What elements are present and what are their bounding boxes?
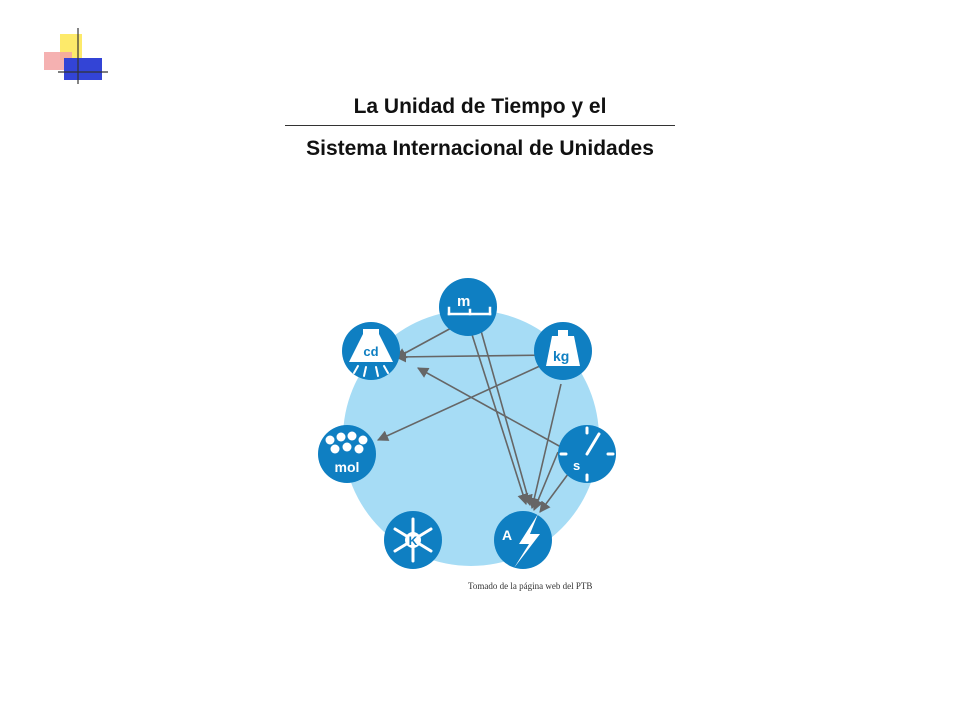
lightning-icon [514,514,540,568]
source-caption: Tomado de la página web del PTB [468,581,593,591]
candela-symbol: cd [363,344,378,359]
decorative-squares [44,28,108,84]
meter-node: m [439,278,497,336]
kelvin-node: K [384,511,442,569]
mole-symbol: mol [335,459,360,475]
lamp-icon [349,329,393,377]
ampere-node: A [494,511,552,569]
clock-icon [559,426,615,482]
dependency-arrows [376,319,575,513]
second-node: s [558,425,616,483]
candela-node: cd [342,322,400,380]
ampere-symbol: A [502,527,512,543]
second-symbol: s [573,458,580,473]
kilogram-node: kg [534,322,592,380]
title-line-2: Sistema Internacional de Unidades [306,137,654,160]
ruler-icon [447,306,492,316]
weight-icon [546,330,580,366]
meter-symbol: m [457,293,470,310]
si-units-diagram: m kg s A K [318,278,616,569]
page-title: La Unidad de Tiempo y el Sistema Interna… [280,92,680,164]
molecules-icon [325,431,368,454]
title-divider [285,125,675,126]
mole-node: mol [318,425,376,483]
kelvin-symbol: K [409,534,418,548]
title-line-1: La Unidad de Tiempo y el [353,95,607,118]
kilogram-symbol: kg [553,348,569,364]
